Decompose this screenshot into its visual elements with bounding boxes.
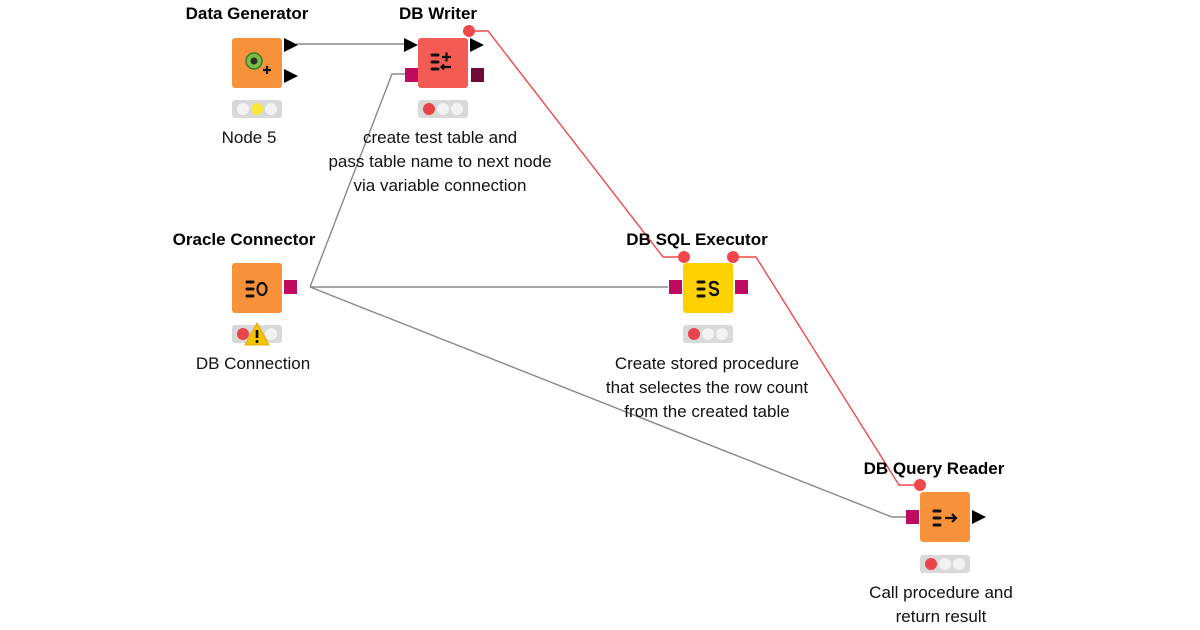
node-db-writer[interactable] — [418, 38, 468, 88]
db-writer-icon — [430, 52, 451, 71]
output-port-db-writer-data[interactable] — [470, 38, 484, 52]
status-light-green — [451, 103, 463, 115]
connection-connector-to-reader[interactable] — [309, 286, 906, 518]
output-port-oracle-connector[interactable] — [284, 280, 297, 294]
connection-connector-to-writer[interactable] — [309, 73, 405, 288]
status-light-red — [423, 103, 435, 115]
status-lights-db-query-reader — [920, 555, 970, 573]
input-port-db-writer-data[interactable] — [404, 38, 418, 52]
status-light-yellow — [702, 328, 714, 340]
node-label-line: that selectes the row count — [605, 378, 809, 397]
node-title-db-writer[interactable]: DB Writer — [398, 4, 478, 23]
node-label-line: Create stored procedure — [614, 354, 800, 373]
output-port-db-query-reader[interactable] — [972, 510, 986, 524]
flow-variable-output-port-db-sql-executor[interactable] — [726, 250, 740, 264]
warning-icon[interactable] — [244, 322, 270, 346]
node-db-sql-executor[interactable] — [683, 263, 733, 313]
status-light-red — [925, 558, 937, 570]
status-lights-db-writer — [418, 100, 468, 118]
node-data-generator[interactable] — [232, 38, 282, 88]
node-label-db-writer[interactable]: create test table and pass table name to… — [328, 126, 551, 198]
output-port-db-sql-executor[interactable] — [735, 280, 748, 294]
node-label-line: via variable connection — [353, 176, 527, 195]
variable-connection-writer-to-executor[interactable] — [469, 30, 683, 258]
status-light-red — [237, 103, 249, 115]
status-lights-db-sql-executor — [683, 325, 733, 343]
node-title-data-generator[interactable]: Data Generator — [185, 4, 309, 23]
flow-variable-port-db-query-reader[interactable] — [913, 478, 927, 492]
node-label-line: Call procedure and — [869, 583, 1013, 602]
status-light-green — [265, 328, 277, 340]
flow-variable-input-port-db-sql-executor[interactable] — [677, 250, 691, 264]
node-title-oracle-connector[interactable]: Oracle Connector — [172, 230, 316, 249]
node-label-data-generator[interactable]: Node 5 — [222, 126, 277, 150]
output-port-data-generator-2[interactable] — [284, 69, 298, 83]
output-port-db-writer-connection[interactable] — [471, 68, 484, 82]
node-label-oracle-connector[interactable]: DB Connection — [196, 352, 310, 376]
node-label-line: DB Connection — [195, 354, 311, 373]
input-port-db-sql-executor[interactable] — [669, 280, 682, 294]
node-label-line: return result — [895, 607, 987, 626]
status-light-yellow — [939, 558, 951, 570]
status-light-red — [237, 328, 249, 340]
status-light-green — [716, 328, 728, 340]
output-port-data-generator-1[interactable] — [284, 38, 298, 52]
oracle-connector-icon — [245, 280, 268, 298]
status-lights-data-generator — [232, 100, 282, 118]
node-label-db-query-reader[interactable]: Call procedure and return result — [869, 581, 1013, 629]
node-oracle-connector[interactable] — [232, 263, 282, 313]
node-label-line: pass table name to next node — [328, 152, 552, 171]
node-title-db-query-reader[interactable]: DB Query Reader — [863, 459, 1005, 478]
node-label-line: create test table and — [362, 128, 518, 147]
node-db-query-reader[interactable] — [920, 492, 970, 542]
status-light-yellow — [251, 103, 263, 115]
status-light-yellow — [437, 103, 449, 115]
node-label-line: from the created table — [624, 402, 790, 421]
node-title-db-sql-executor[interactable]: DB SQL Executor — [626, 230, 768, 249]
input-port-db-writer-connection[interactable] — [405, 68, 418, 82]
node-label-line: Node 5 — [221, 128, 277, 147]
flow-variable-port-db-writer[interactable] — [462, 24, 476, 38]
variable-connection-executor-to-reader[interactable] — [733, 256, 920, 486]
db-sql-executor-icon — [696, 280, 720, 298]
input-port-db-query-reader[interactable] — [906, 510, 919, 524]
data-generator-icon — [245, 52, 271, 74]
db-query-reader-icon — [932, 509, 958, 527]
status-light-red — [688, 328, 700, 340]
node-label-db-sql-executor[interactable]: Create stored procedure that selectes th… — [606, 352, 808, 424]
status-light-green — [953, 558, 965, 570]
status-light-green — [265, 103, 277, 115]
